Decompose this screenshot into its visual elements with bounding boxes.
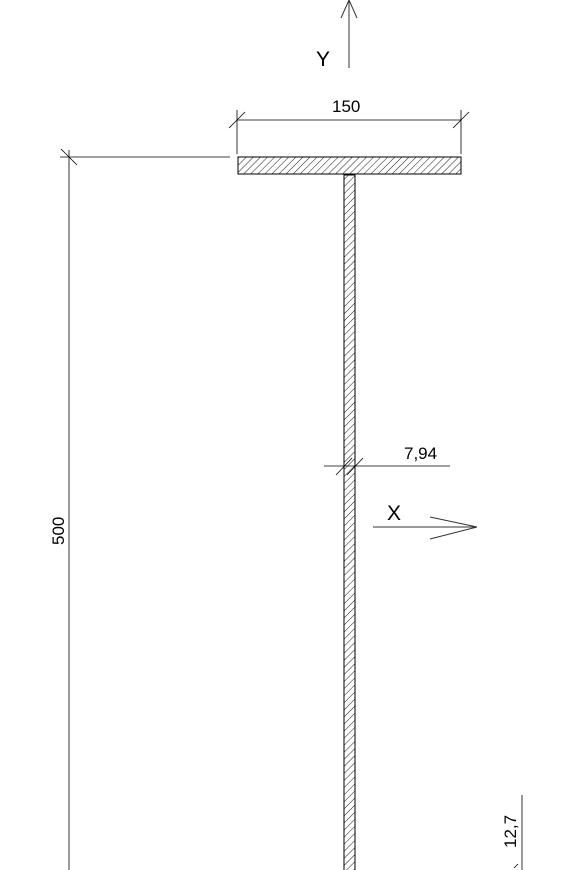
x-axis-label: X (387, 502, 401, 525)
y-axis-label: Y (316, 48, 330, 71)
flange-width-dimension (228, 110, 470, 154)
flange-thickness-dimension (513, 795, 523, 870)
web (343, 174, 356, 870)
total-height-dimension (60, 148, 230, 870)
flange-width-label: 150 (332, 97, 360, 116)
flange-thickness-label: 12,7 (501, 815, 520, 848)
flange (237, 156, 462, 175)
web-thickness-label: 7,94 (404, 444, 437, 463)
total-height-label: 500 (49, 517, 68, 545)
y-axis-arrow (340, 0, 358, 68)
x-axis-arrow (373, 516, 478, 540)
web-thickness-dimension (324, 457, 450, 476)
